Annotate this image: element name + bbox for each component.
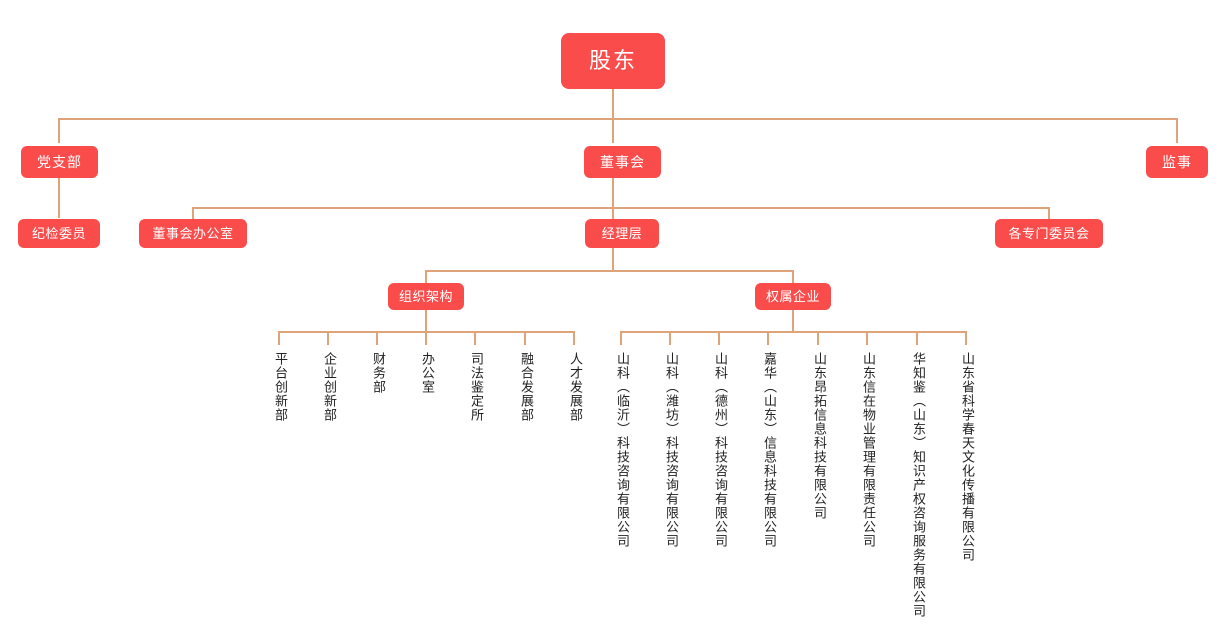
leaf-label-kexue-chuntian: 山东省科学春天文化传播有限公司 [960,352,976,562]
leaf-label-platform-innovation: 平台创新部 [273,352,289,422]
node-party-branch[interactable]: 党支部 [21,146,98,178]
connector-drop-board [612,118,614,143]
node-label: 党支部 [37,154,82,170]
node-management-layer[interactable]: 经理层 [585,219,659,248]
connector-level2-bus [58,118,1178,120]
connector-drop-dept-2 [376,331,378,345]
connector-level4-bus [425,270,794,272]
node-special-committees[interactable]: 各专门委员会 [995,219,1103,248]
leaf-label-angtuo: 山东昂拓信息科技有限公司 [812,352,828,520]
node-label: 经理层 [601,226,643,241]
connector-org-structure-stem [425,310,427,332]
connector-drop-affiliated [792,270,794,283]
node-affiliated-enterprises[interactable]: 权属企业 [755,283,831,310]
connector-drop-sub-4 [817,331,819,345]
node-label: 董事会 [600,154,645,170]
connector-board-stem [612,178,614,208]
connector-level3-bus [192,207,1050,209]
connector-drop-sub-1 [669,331,671,345]
node-shareholder[interactable]: 股东 [561,33,665,89]
leaf-label-enterprise-innovation: 企业创新部 [322,352,338,422]
node-label: 监事 [1162,154,1192,170]
connector-drop-dept-3 [425,331,427,345]
leaf-label-xinzai-property: 山东信在物业管理有限责任公司 [861,352,877,548]
connector-drop-sub-2 [718,331,720,345]
connector-subsidiaries-bus [620,331,967,333]
connector-management-stem [612,248,614,271]
connector-drop-committees [1048,207,1050,219]
leaf-label-shanke-weifang: 山科（潍坊）科技咨询有限公司 [664,352,680,548]
leaf-label-finance-dept: 财务部 [371,352,387,394]
leaf-label-huazhijian: 华知鉴（山东）知识产权咨询服务有限公司 [911,352,927,618]
node-label: 纪检委员 [31,226,86,241]
connector-root-stem [612,89,614,119]
connector-drop-dept-5 [524,331,526,345]
leaf-label-shanke-dezhou: 山科（德州）科技咨询有限公司 [713,352,729,548]
node-label: 权属企业 [765,289,820,304]
connector-drop-sub-6 [916,331,918,345]
node-label: 董事会办公室 [152,226,234,241]
connector-drop-dept-1 [327,331,329,345]
node-label: 股东 [588,48,637,73]
node-supervisor[interactable]: 监事 [1146,146,1208,178]
leaf-label-talent-development: 人才发展部 [568,352,584,422]
connector-drop-dept-0 [278,331,280,345]
connector-affiliated-stem [792,310,794,332]
connector-drop-dept-6 [573,331,575,345]
connector-drop-supervisor [1176,118,1178,143]
leaf-label-judicial-appraisal: 司法鉴定所 [469,352,485,422]
node-label: 各专门委员会 [1008,226,1090,241]
leaf-label-shanke-linyi: 山科（临沂）科技咨询有限公司 [615,352,631,548]
connector-party-to-discipline [58,178,60,218]
node-org-structure[interactable]: 组织架构 [388,283,464,310]
leaf-label-office: 办公室 [420,352,436,394]
node-board-of-directors[interactable]: 董事会 [584,146,661,178]
connector-drop-management [612,207,614,219]
connector-drop-sub-0 [620,331,622,345]
connector-drop-sub-7 [965,331,967,345]
connector-drop-party-branch [58,118,60,143]
connector-drop-sub-3 [767,331,769,345]
connector-drop-sub-5 [866,331,868,345]
leaf-label-integrated-development: 融合发展部 [519,352,535,422]
connector-drop-org-structure [425,270,427,283]
node-discipline-officer[interactable]: 纪检委员 [18,219,100,248]
node-board-office[interactable]: 董事会办公室 [139,219,247,248]
connector-drop-dept-4 [474,331,476,345]
node-label: 组织架构 [398,289,453,304]
connector-drop-board-office [192,207,194,219]
leaf-label-jiahua-shandong: 嘉华（山东）信息科技有限公司 [762,352,778,548]
